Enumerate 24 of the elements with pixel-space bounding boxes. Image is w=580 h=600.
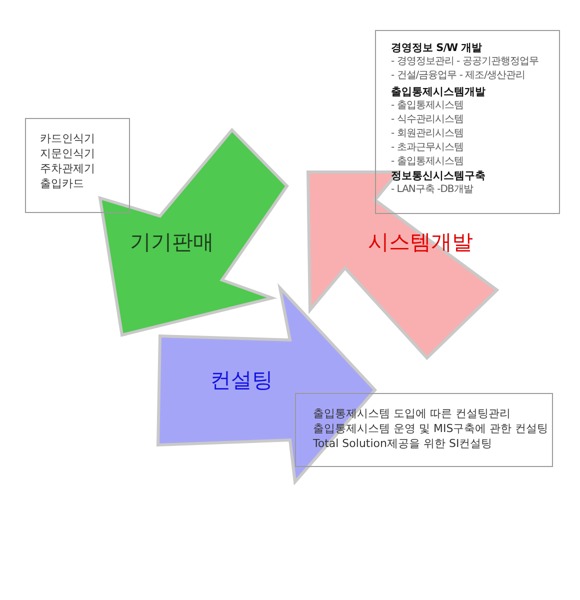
arrow-label: 시스템개발 [368,232,473,253]
list-item: - 회원관리시스템 [391,127,464,141]
section-heading: 출입통제시스템개발 [391,85,486,99]
box-text: 출입통제시스템 운영 및 MIS구축에 관한 컨설팅 [313,421,550,436]
list-item: - 출입통제시스템 [391,155,464,169]
list-item: - 출입통제시스템 [391,99,464,113]
section-heading: 경영정보 S/W 개발 [391,41,483,55]
box-text: Total Solution제공을 위한 SI컨설팅 [313,436,494,451]
list-item: - 초과근무시스템 [391,141,464,155]
box-text: 출입카드 [40,176,85,191]
box-text: 주차관제기 [40,161,96,176]
text-box [25,118,130,213]
list-item: - 건설/금융업무 - 제조/생산관리 [391,69,526,83]
section-heading: 정보통신시스템구축 [391,169,486,183]
arrow-label: 컨설팅 [210,370,273,391]
list-item: - 식수관리시스템 [391,113,464,127]
arrow-label: 기기판매 [130,232,214,253]
text-box [295,393,553,467]
list-item: - 경영정보관리 - 공공기관행정업무 [391,55,540,69]
list-item: - LAN구축 -DB개발 [391,183,474,197]
box-text: 출입통제시스템 도입에 따른 컨설팅관리 [313,406,512,421]
box-text: 지문인식기 [40,146,96,161]
text-box [375,30,560,214]
box-text: 카드인식기 [40,131,96,146]
